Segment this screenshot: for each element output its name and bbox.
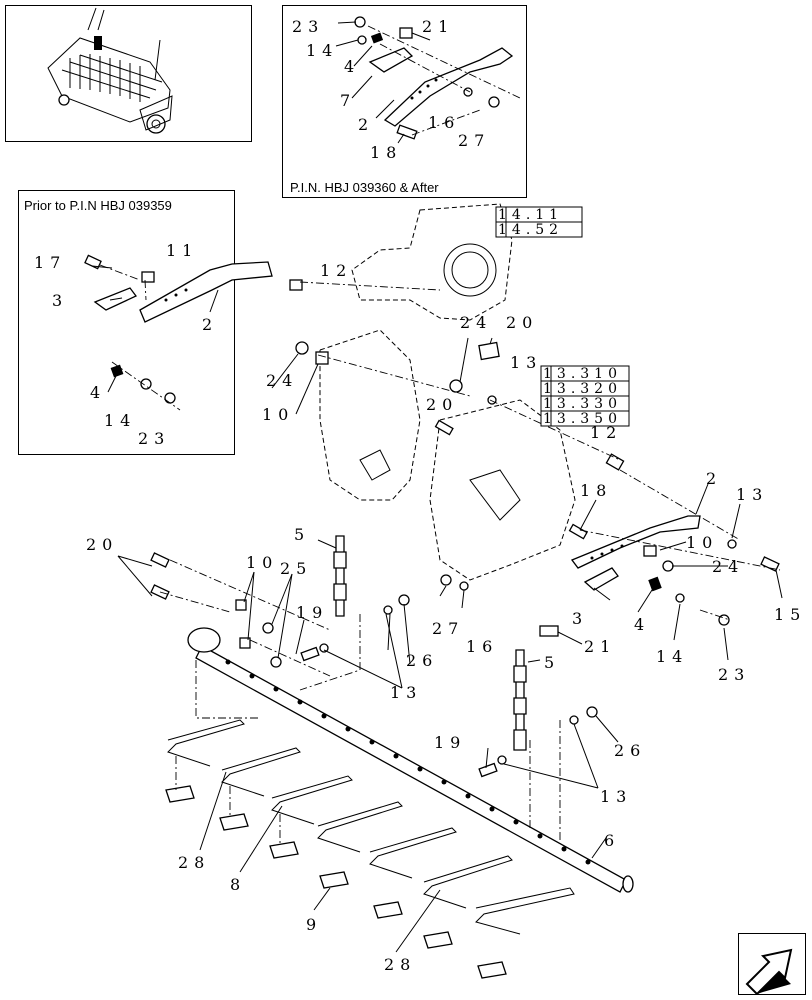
callout-3: 3 — [52, 291, 68, 310]
prior-pin-inset — [18, 190, 235, 455]
ref-13-330: 13.330 — [543, 396, 622, 412]
tine-holders — [165, 785, 507, 979]
callout-23: 23 — [292, 17, 324, 36]
frame-plates — [319, 203, 576, 581]
callout-7: 7 — [340, 91, 356, 110]
callout-10: 10 — [246, 553, 278, 572]
rake-tube — [187, 627, 634, 893]
callout-14: 14 — [104, 411, 136, 430]
callout-20: 20 — [86, 535, 118, 554]
callout-5: 5 — [544, 653, 560, 672]
callout-4: 4 — [90, 383, 106, 402]
callout-27: 27 — [432, 619, 464, 638]
callout-13: 13 — [510, 353, 542, 372]
ref-13-350: 13.350 — [543, 411, 622, 427]
chain-upper — [333, 535, 347, 617]
callout-18: 18 — [580, 481, 612, 500]
next-page-arrow-icon[interactable] — [738, 933, 806, 995]
ref-14-52: 14.52 — [498, 222, 563, 238]
callout-20: 20 — [506, 313, 538, 332]
callout-28: 28 — [178, 853, 210, 872]
callout-17: 17 — [34, 253, 66, 272]
ref-13-310: 13.310 — [543, 366, 622, 382]
callout-14: 14 — [306, 41, 338, 60]
callout-23: 23 — [718, 665, 750, 684]
reference-box-lower: 13.310 13.320 13.330 13.350 — [540, 365, 630, 427]
callout-2: 2 — [706, 469, 722, 488]
reference-box-upper: 14.11 14.52 — [495, 206, 583, 238]
callout-3: 3 — [572, 609, 588, 628]
callout-10: 10 — [686, 533, 718, 552]
callout-18: 18 — [370, 143, 402, 162]
callout-14: 14 — [656, 647, 688, 666]
callout-9: 9 — [306, 915, 322, 934]
callout-16: 16 — [428, 113, 460, 132]
ref-14-11: 14.11 — [498, 207, 563, 223]
callout-12: 12 — [590, 423, 622, 442]
ref-13-320: 13.320 — [543, 381, 622, 397]
callout-16: 16 — [466, 637, 498, 656]
callout-11: 11 — [166, 241, 198, 260]
machine-overview-inset — [5, 5, 252, 142]
after-pin-caption: P.I.N. HBJ 039360 & After — [290, 180, 439, 195]
callout-10: 10 — [262, 405, 294, 424]
callout-21: 21 — [584, 637, 616, 656]
callout-24: 24 — [712, 557, 744, 576]
callout-13: 13 — [736, 485, 768, 504]
machine-overview-sketch — [47, 7, 173, 134]
callout-24: 24 — [460, 313, 492, 332]
prior-pin-caption: Prior to P.I.N HBJ 039359 — [24, 198, 172, 213]
callout-20: 20 — [426, 395, 458, 414]
callout-28: 28 — [384, 955, 416, 974]
callout-15: 15 — [774, 605, 806, 624]
chain-lower — [513, 649, 527, 751]
assembly-lines — [159, 281, 781, 846]
callout-5: 5 — [294, 525, 310, 544]
callout-19: 19 — [296, 603, 328, 622]
callout-19: 19 — [434, 733, 466, 752]
callout-2: 2 — [202, 315, 218, 334]
callout-23: 23 — [138, 429, 170, 448]
main-arm — [570, 515, 701, 569]
callout-25: 25 — [280, 559, 312, 578]
callout-27: 27 — [458, 131, 490, 150]
callout-21: 21 — [422, 17, 454, 36]
callout-26: 26 — [406, 651, 438, 670]
tines — [167, 719, 575, 935]
callout-13: 13 — [600, 787, 632, 806]
callout-8: 8 — [230, 875, 246, 894]
callout-24: 24 — [266, 371, 298, 390]
prior-pin-parts — [84, 254, 273, 411]
callout-4: 4 — [344, 57, 360, 76]
callout-12: 12 — [320, 261, 352, 280]
after-pin-parts — [354, 16, 521, 140]
callout-6: 6 — [604, 831, 620, 850]
leader-lines — [91, 21, 783, 953]
callout-13: 13 — [390, 683, 422, 702]
callout-2: 2 — [358, 115, 374, 134]
callout-26: 26 — [614, 741, 646, 760]
callout-4: 4 — [634, 615, 650, 634]
callout-labels: 23 21 14 4 7 2 16 27 18 17 11 3 2 4 14 2… — [34, 17, 806, 974]
